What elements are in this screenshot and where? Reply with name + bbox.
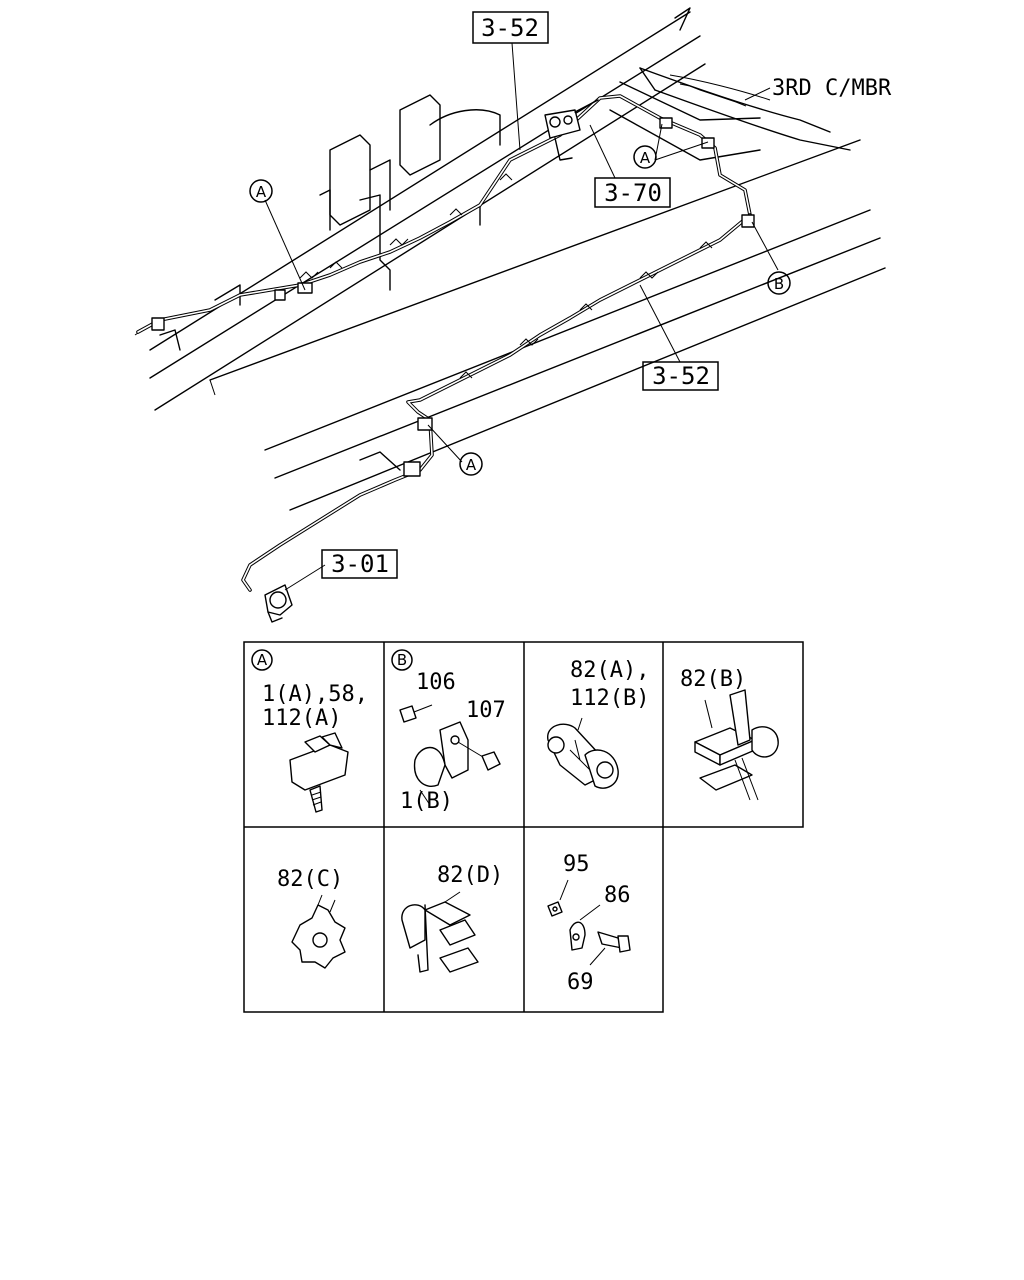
ref-box-label: 3-01	[331, 550, 389, 578]
ref-box-3-01: 3-01	[321, 549, 398, 579]
detail-cell-95-86-69: 95 86 69	[547, 852, 631, 995]
part-label: 112(B)	[570, 686, 649, 711]
callout-b: B	[767, 271, 791, 295]
detail-cell-82b: 82(B)	[680, 667, 779, 801]
clip-82b-illustration	[694, 689, 779, 801]
cell-marker: A	[257, 651, 268, 669]
ref-box-label: 3-52	[481, 14, 539, 42]
bracket-part-illustration	[399, 704, 501, 806]
callout-a-center: A	[633, 145, 657, 169]
member-label: 3RD C/MBR	[772, 76, 892, 101]
part-label: 82(D)	[437, 863, 503, 888]
chassis-frame	[134, 7, 886, 511]
svg-text:A: A	[640, 149, 651, 167]
detail-cell-82d: 82(D)	[401, 863, 503, 973]
part-label: 1(B)	[400, 789, 453, 814]
part-label: 106	[416, 670, 456, 695]
part-label: 82(B)	[680, 667, 746, 692]
ref-box-3-70: 3-70	[594, 177, 671, 208]
part-label: 107	[466, 698, 506, 723]
detail-cell-a: A 1(A),58, 112(A)	[251, 649, 368, 813]
double-clip-illustration	[547, 717, 619, 789]
part-label: 95	[563, 852, 590, 877]
detail-table	[243, 641, 804, 1013]
part-label: 82(A),	[570, 658, 649, 683]
proportioning-valve	[544, 99, 599, 161]
brake-hose-end	[264, 584, 293, 623]
ref-box-label: 3-52	[652, 362, 710, 390]
star-grommet-illustration	[291, 894, 346, 969]
part-label: 112(A)	[262, 706, 341, 731]
brake-pipe-right	[241, 213, 752, 592]
svg-text:B: B	[774, 275, 784, 293]
ref-box-3-52-top: 3-52	[472, 11, 549, 44]
detail-cell-82c: 82(C)	[277, 867, 346, 969]
detail-cell-82a-112b: 82(A), 112(B)	[547, 658, 649, 789]
svg-text:A: A	[256, 183, 267, 201]
part-label: 69	[567, 970, 594, 995]
callout-a-left: A	[249, 179, 273, 203]
part-label: 1(A),58,	[262, 682, 368, 707]
callout-a-lower: A	[459, 452, 483, 476]
part-label: 86	[604, 883, 631, 908]
cell-marker: B	[397, 651, 407, 669]
ref-box-label: 3-70	[604, 179, 662, 207]
pipe-clips	[151, 117, 755, 477]
ref-box-3-52-bottom: 3-52	[642, 361, 719, 391]
clip-82d-illustration	[401, 891, 479, 973]
svg-text:A: A	[466, 456, 477, 474]
part-label: 82(C)	[277, 867, 343, 892]
clip-part-illustration	[289, 732, 349, 813]
detail-cell-b: B 106 107 1(B)	[391, 649, 506, 814]
bolt-nut-clip-illustration	[547, 879, 631, 966]
